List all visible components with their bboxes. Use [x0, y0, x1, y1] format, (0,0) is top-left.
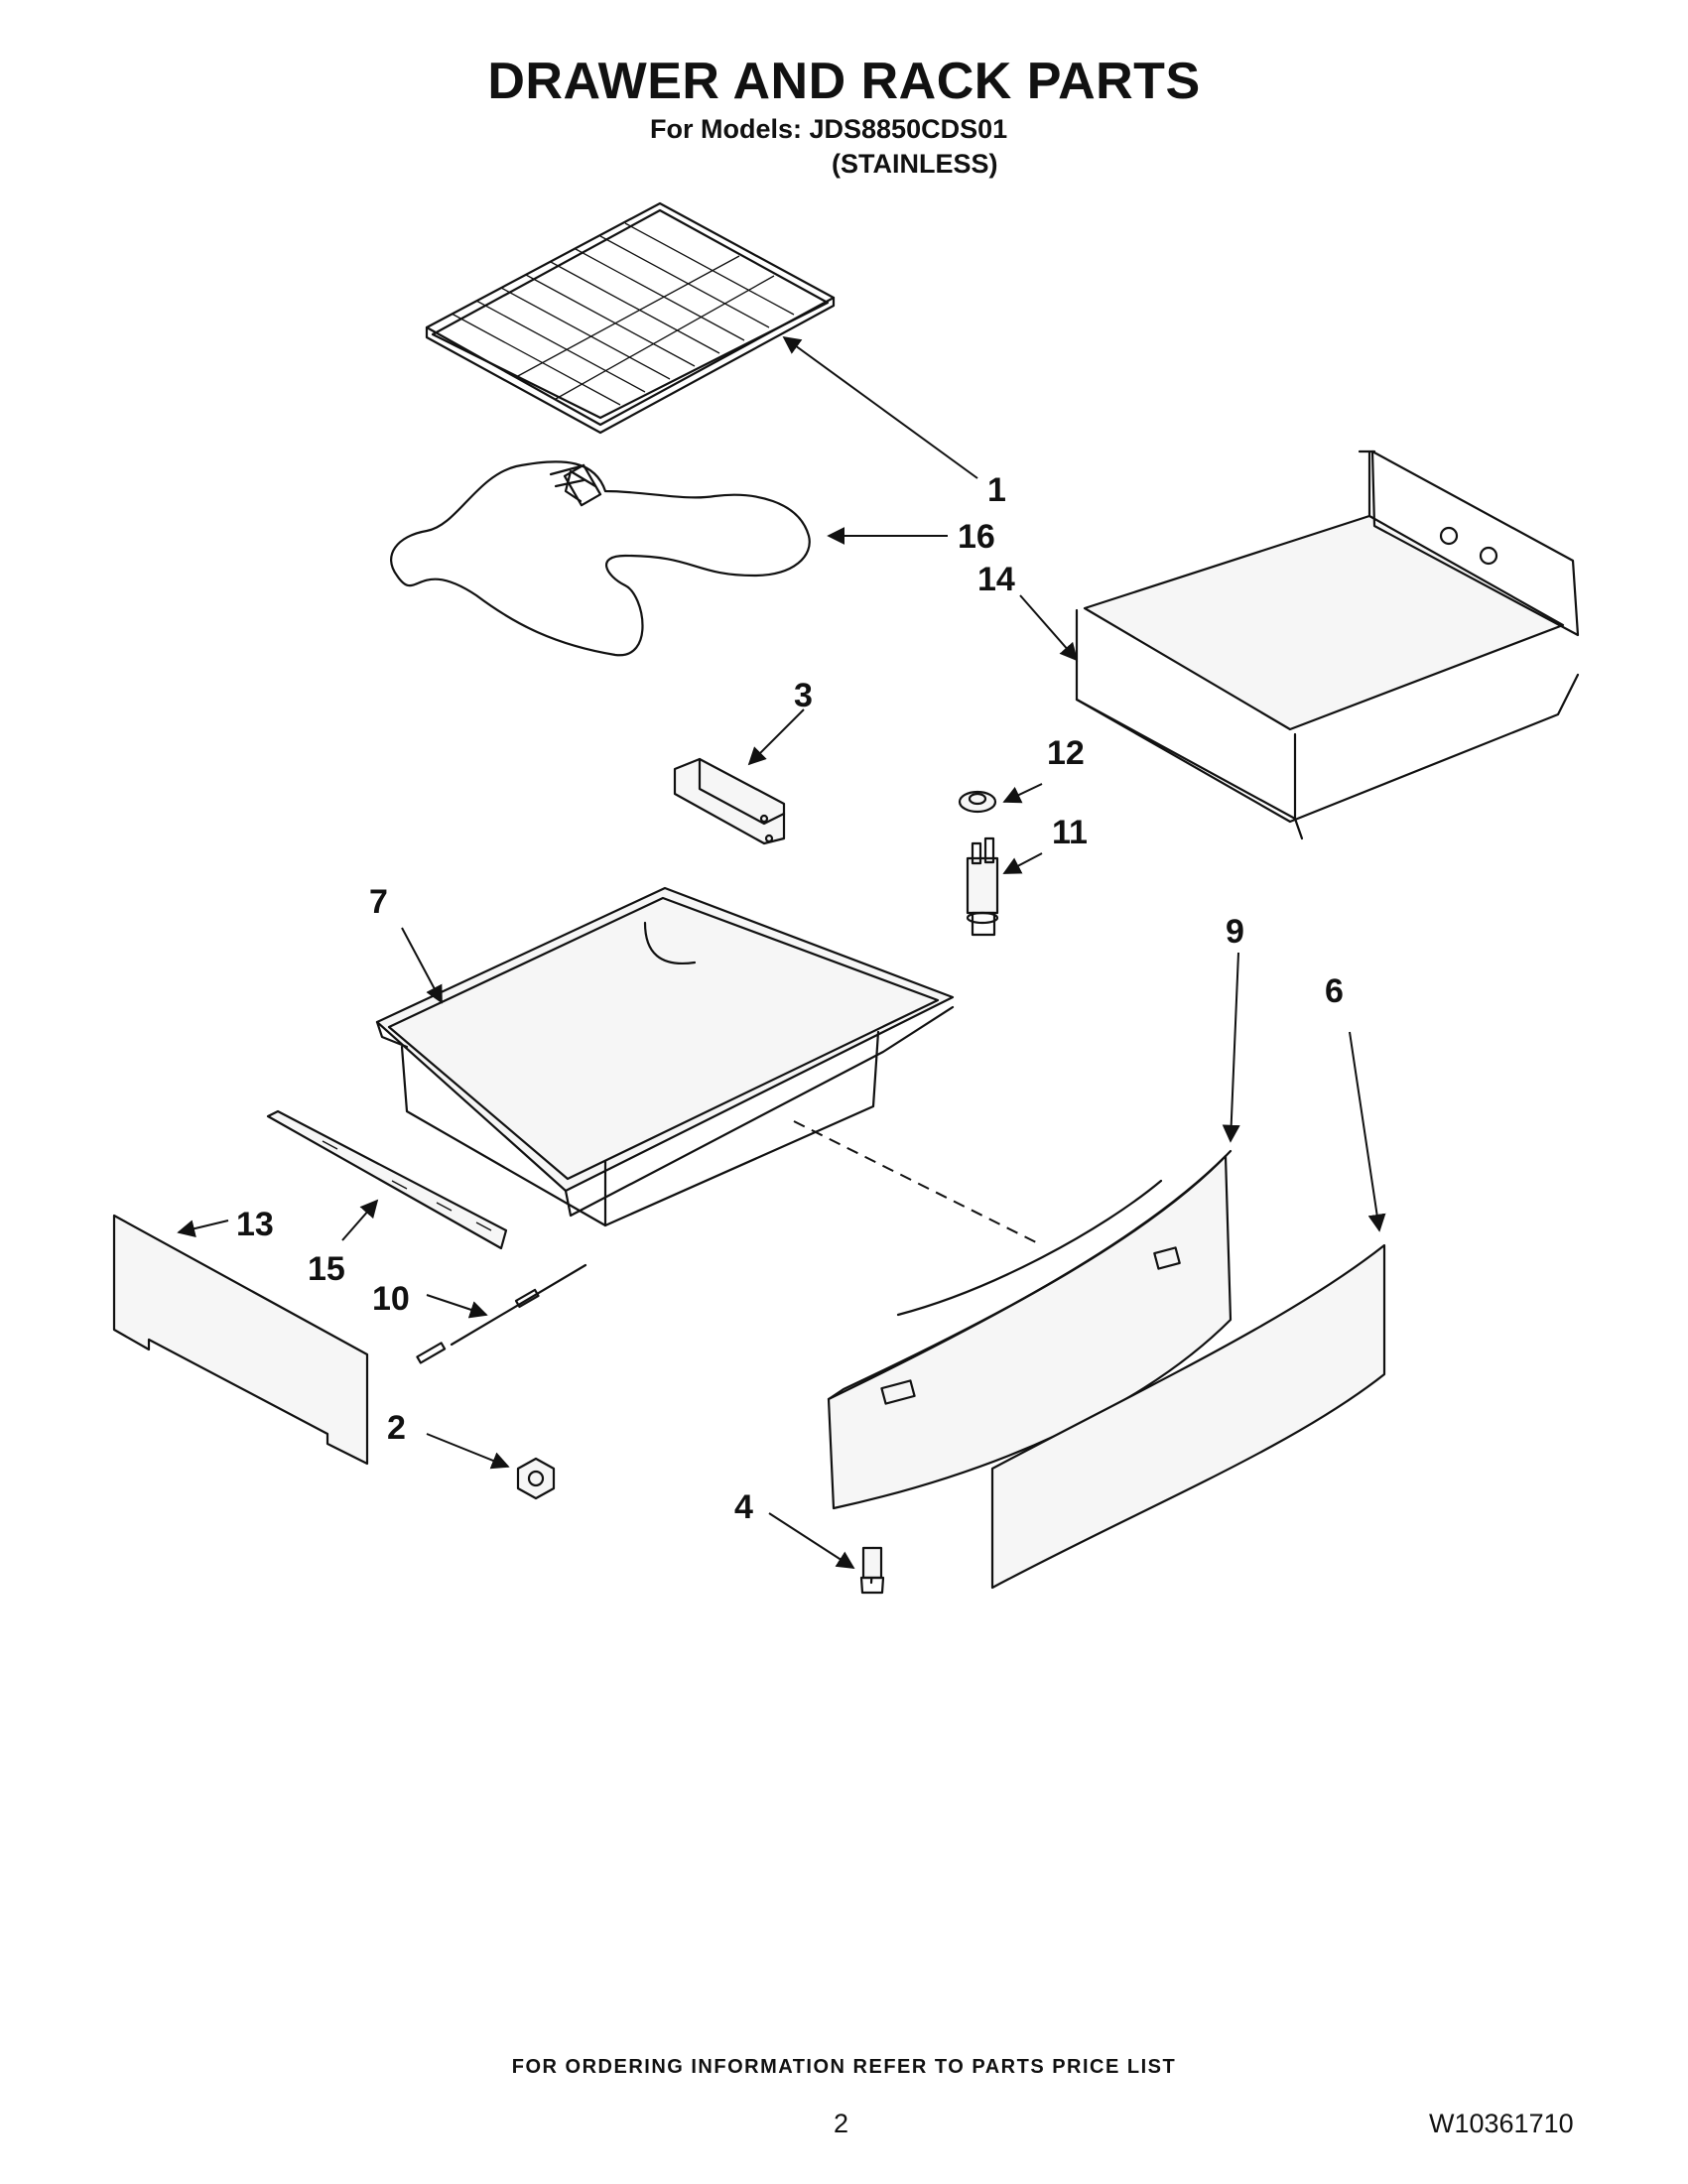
callout-6: 6 [1325, 972, 1344, 1010]
leader-2 [426, 1433, 510, 1470]
drawer-liner-part-14 [1075, 450, 1580, 840]
models-line: For Models: JDS8850CDS01 [650, 114, 1008, 144]
finish-line: (STAINLESS) [832, 149, 998, 179]
callout-9: 9 [1226, 913, 1244, 951]
callout-4: 4 [734, 1488, 753, 1526]
callout-15: 15 [308, 1250, 345, 1288]
leader-15 [341, 1199, 379, 1241]
drawer-pan-part-7 [375, 886, 955, 1227]
callout-14: 14 [977, 561, 1015, 598]
callout-12: 12 [1047, 734, 1085, 772]
back-panel-part-13 [112, 1214, 369, 1466]
callout-3: 3 [794, 677, 813, 714]
callout-7: 7 [369, 883, 388, 921]
bracket-part-3 [673, 757, 786, 845]
leader-11 [1002, 852, 1043, 874]
document-number: W10361710 [1429, 2109, 1574, 2138]
leader-1 [782, 335, 978, 479]
screw-part-4 [859, 1546, 885, 1595]
oven-rack-part-1 [425, 201, 836, 435]
drawer-trim-part-6 [990, 1243, 1386, 1590]
alignment-dashed-line [793, 1120, 1043, 1246]
probe-wire-part-10 [416, 1263, 587, 1364]
leader-9 [1222, 952, 1240, 1143]
leader-13 [177, 1220, 229, 1237]
drawer-front-part-9 [827, 1149, 1233, 1510]
callout-11: 11 [1052, 814, 1088, 851]
page-title: DRAWER AND RACK PARTS [487, 53, 1201, 110]
nut-part-12 [958, 790, 997, 814]
leader-3 [747, 708, 805, 766]
leader-14 [1019, 594, 1079, 662]
rail-part-15 [266, 1109, 508, 1250]
leader-7 [401, 927, 443, 1004]
callout-1: 1 [987, 471, 1006, 509]
callout-13: 13 [236, 1206, 274, 1243]
callout-10: 10 [372, 1280, 410, 1318]
leader-6 [1349, 1031, 1386, 1232]
leader-12 [1002, 783, 1043, 804]
page-number: 2 [834, 2109, 849, 2138]
ordering-note: FOR ORDERING INFORMATION REFER TO PARTS … [511, 2056, 1177, 2078]
leader-10 [426, 1294, 488, 1319]
sensor-part-11 [966, 836, 999, 937]
callout-16: 16 [958, 518, 995, 556]
bake-element-part-16 [390, 460, 811, 657]
nut-part-2 [516, 1457, 556, 1500]
leader-4 [768, 1512, 855, 1569]
callout-2: 2 [387, 1409, 406, 1447]
